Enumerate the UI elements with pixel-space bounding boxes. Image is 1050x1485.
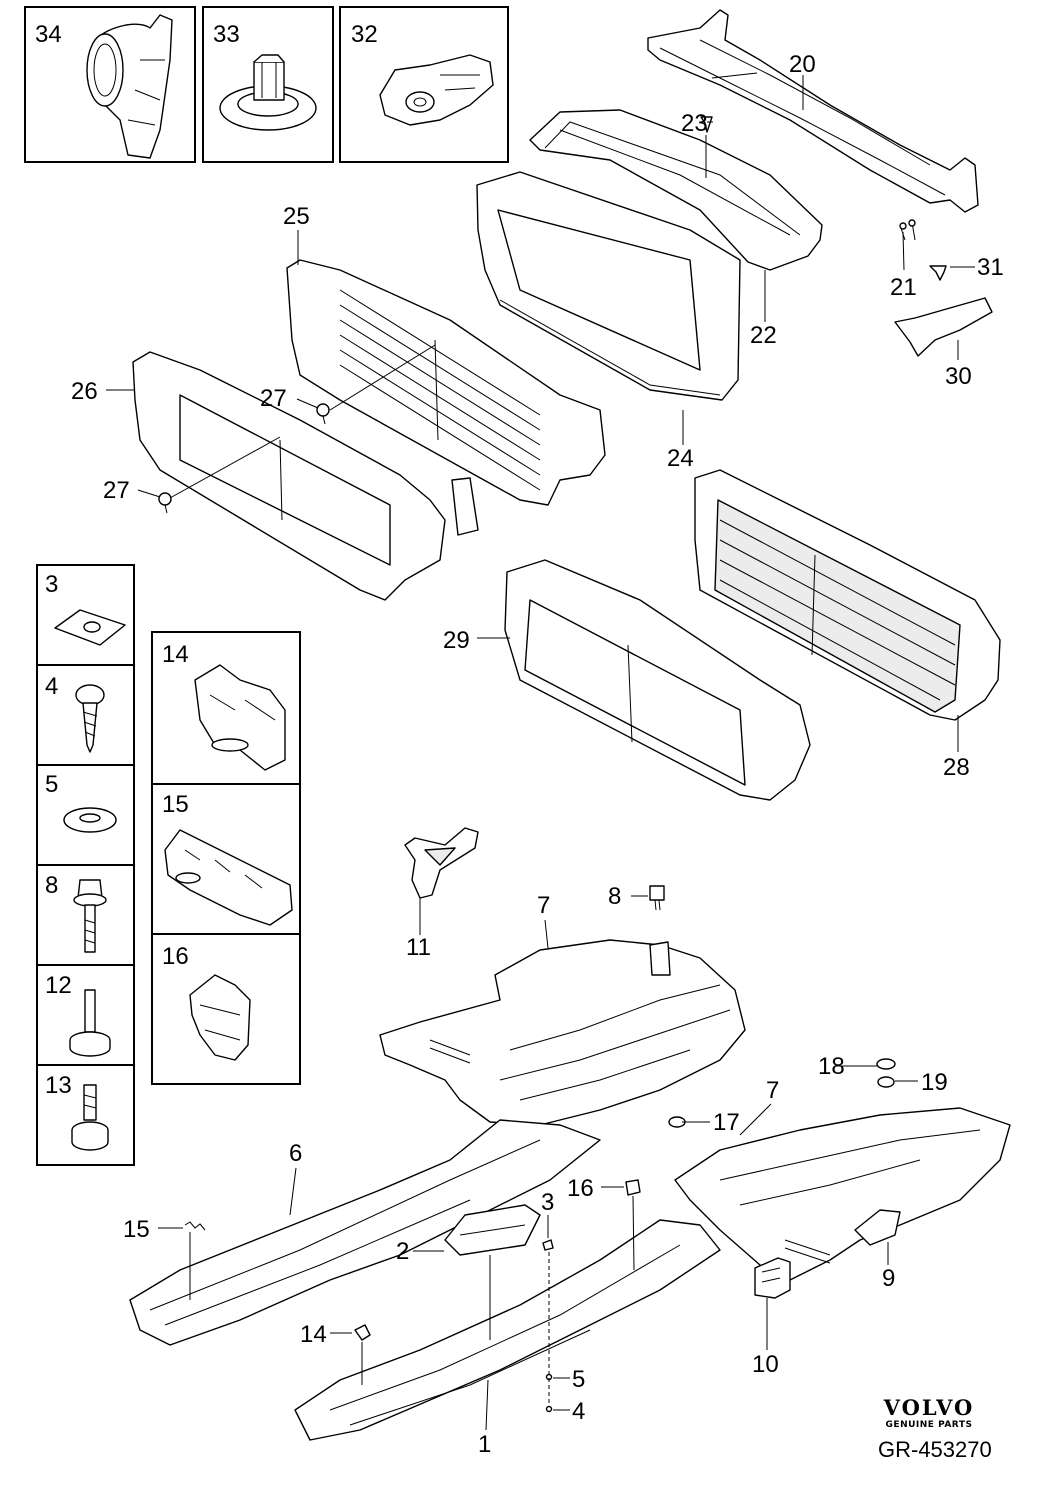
plate-part-9 (854, 1209, 901, 1246)
callout-19: 19 (921, 1069, 948, 1096)
screw-part-8-bottom (649, 885, 665, 911)
upper-cross-member-part-20 (647, 9, 979, 213)
screw-part-4-bottom (545, 1405, 553, 1413)
callout-16-bottom: 16 (567, 1175, 594, 1202)
mount-bracket-part (379, 54, 494, 126)
callout-3-bottom: 3 (541, 1189, 554, 1216)
bolt-part-8 (73, 879, 107, 953)
clip-part-23 (700, 116, 713, 133)
callout-7-upper: 7 (537, 892, 550, 919)
underbody-panel-part-6 (129, 1119, 601, 1346)
nut-part-3-bottom (542, 1239, 554, 1251)
callout-14-box: 14 (162, 641, 189, 668)
callout-15-box: 15 (162, 791, 189, 818)
callout-6: 6 (289, 1140, 302, 1167)
callout-8-box: 8 (45, 872, 58, 899)
leader-lines (106, 72, 975, 1431)
clip-boxes (151, 631, 301, 1085)
callout-14-bottom: 14 (300, 1321, 327, 1348)
underbody-panel-part-7-right (674, 1107, 1011, 1281)
inset-box-32 (24, 6, 196, 163)
screw-part-27-upper (316, 403, 330, 425)
inset-box-33 (202, 6, 334, 163)
callout-30: 30 (945, 363, 972, 390)
callout-15-bottom: 15 (123, 1216, 150, 1243)
callout-labels: 34 33 32 20 23 25 31 21 22 30 26 27 24 2… (35, 21, 1004, 1458)
callout-24: 24 (667, 445, 694, 472)
callout-16-box: 16 (162, 943, 189, 970)
callout-2: 2 (396, 1238, 409, 1265)
callout-27-upper: 27 (260, 385, 287, 412)
single-clip-part-16 (189, 974, 251, 1061)
callout-28: 28 (943, 754, 970, 781)
clip-part-14-bottom (354, 1324, 371, 1341)
callout-13-box: 13 (45, 1072, 72, 1099)
callout-20: 20 (789, 51, 816, 78)
callout-5-bottom: 5 (572, 1366, 585, 1393)
reference-code: GR-453270 (878, 1437, 992, 1462)
volvo-genuine-parts-logo: VOLVO GENUINE PARTS (858, 1397, 1000, 1431)
speed-nut-part-3 (54, 609, 126, 646)
clip-part-31 (929, 265, 947, 281)
callout-21: 21 (890, 274, 917, 301)
callout-7-right: 7 (766, 1077, 779, 1104)
callout-4-bottom: 4 (572, 1398, 585, 1425)
spring-clip-part-15-bottom (184, 1221, 206, 1231)
radiator-frame-part-24 (476, 171, 741, 401)
callout-18: 18 (818, 1053, 845, 1080)
inset-box-34 (339, 6, 509, 163)
callout-10: 10 (752, 1351, 779, 1378)
block-part-10 (754, 1257, 791, 1299)
clip-part-19 (877, 1076, 895, 1088)
left-parts-column (36, 564, 135, 1166)
washer-part-5 (63, 807, 117, 833)
lower-frame-part-26 (132, 351, 479, 601)
callout-29: 29 (443, 627, 470, 654)
logo-brand: VOLVO (883, 1395, 975, 1420)
underbody-panel-part-1 (294, 1219, 721, 1441)
shutter-frame-part-29 (504, 559, 811, 801)
callout-9: 9 (882, 1265, 895, 1292)
callout-25: 25 (283, 203, 310, 230)
stud-part-12 (69, 989, 111, 1057)
logo-tagline: GENUINE PARTS (885, 1420, 973, 1430)
triple-clip-part-15 (164, 829, 293, 926)
cover-part-2 (444, 1204, 541, 1256)
grille-shutter-part-25 (286, 259, 606, 506)
callout-11: 11 (406, 934, 431, 961)
callout-3-box: 3 (45, 571, 58, 598)
air-guide-part-22 (529, 109, 823, 271)
callout-26: 26 (71, 378, 98, 405)
nut-part-18 (876, 1058, 896, 1070)
headlamp-bracket-part (86, 14, 173, 159)
screw-part-4 (75, 684, 105, 753)
screw-part-27-lower (158, 492, 172, 514)
callout-1: 1 (478, 1431, 491, 1458)
callout-22: 22 (750, 322, 777, 349)
callout-27-lower: 27 (103, 477, 130, 504)
callout-32: 34 (35, 21, 62, 48)
underbody-panel-part-7-upper (379, 939, 746, 1126)
callout-23: 23 (681, 110, 708, 137)
callout-33: 33 (213, 21, 240, 48)
bolt-part-21 (899, 219, 916, 241)
active-grille-part-28 (694, 469, 1001, 721)
callout-31: 31 (977, 254, 1004, 281)
bracket-part-30 (894, 297, 993, 357)
callout-8-bottom: 8 (608, 883, 621, 910)
callout-34: 32 (351, 21, 378, 48)
bolt-part-13 (71, 1084, 109, 1151)
callout-4-box: 4 (45, 673, 58, 700)
callout-5-box: 5 (45, 771, 58, 798)
clip-part-16-bottom (625, 1179, 641, 1196)
callout-12-box: 12 (45, 972, 72, 999)
double-clip-part-14 (194, 664, 286, 771)
callout-17: 17 (713, 1109, 740, 1136)
bracket-part-11 (404, 827, 479, 899)
clip-nut-part (219, 54, 317, 131)
